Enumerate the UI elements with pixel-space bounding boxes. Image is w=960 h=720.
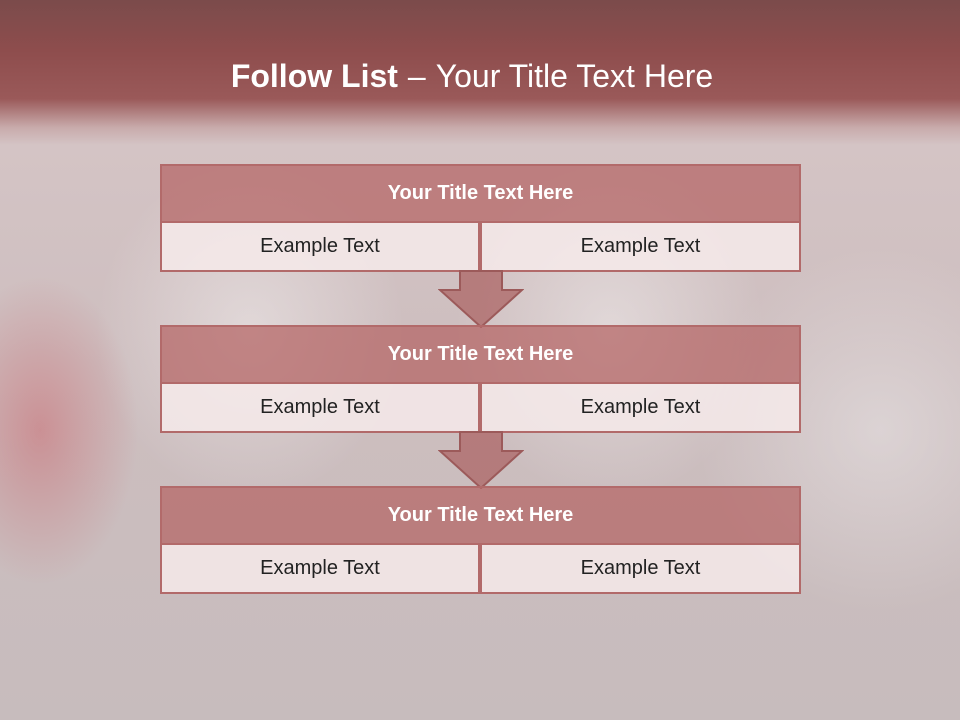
block-left-cell: Example Text xyxy=(160,382,480,433)
block-title: Your Title Text Here xyxy=(160,164,801,223)
block-right-cell: Example Text xyxy=(480,543,801,594)
slide-title-rest: Your Title Text Here xyxy=(435,58,714,94)
slide-title-bold: Follow List xyxy=(230,58,398,94)
block-left-cell: Example Text xyxy=(160,543,480,594)
list-block-3: Your Title Text Here Example Text Exampl… xyxy=(160,486,801,594)
slide-title-separator: – xyxy=(407,58,426,94)
block-title: Your Title Text Here xyxy=(160,486,801,545)
down-arrow-icon xyxy=(438,431,524,489)
block-left-cell: Example Text xyxy=(160,221,480,272)
block-right-cell: Example Text xyxy=(480,382,801,433)
list-block-2: Your Title Text Here Example Text Exampl… xyxy=(160,325,801,433)
down-arrow-icon xyxy=(438,270,524,328)
title-band xyxy=(0,0,960,145)
block-title: Your Title Text Here xyxy=(160,325,801,384)
slide-title: Follow List–Your Title Text Here xyxy=(0,52,944,100)
list-block-1: Your Title Text Here Example Text Exampl… xyxy=(160,164,801,272)
block-right-cell: Example Text xyxy=(480,221,801,272)
